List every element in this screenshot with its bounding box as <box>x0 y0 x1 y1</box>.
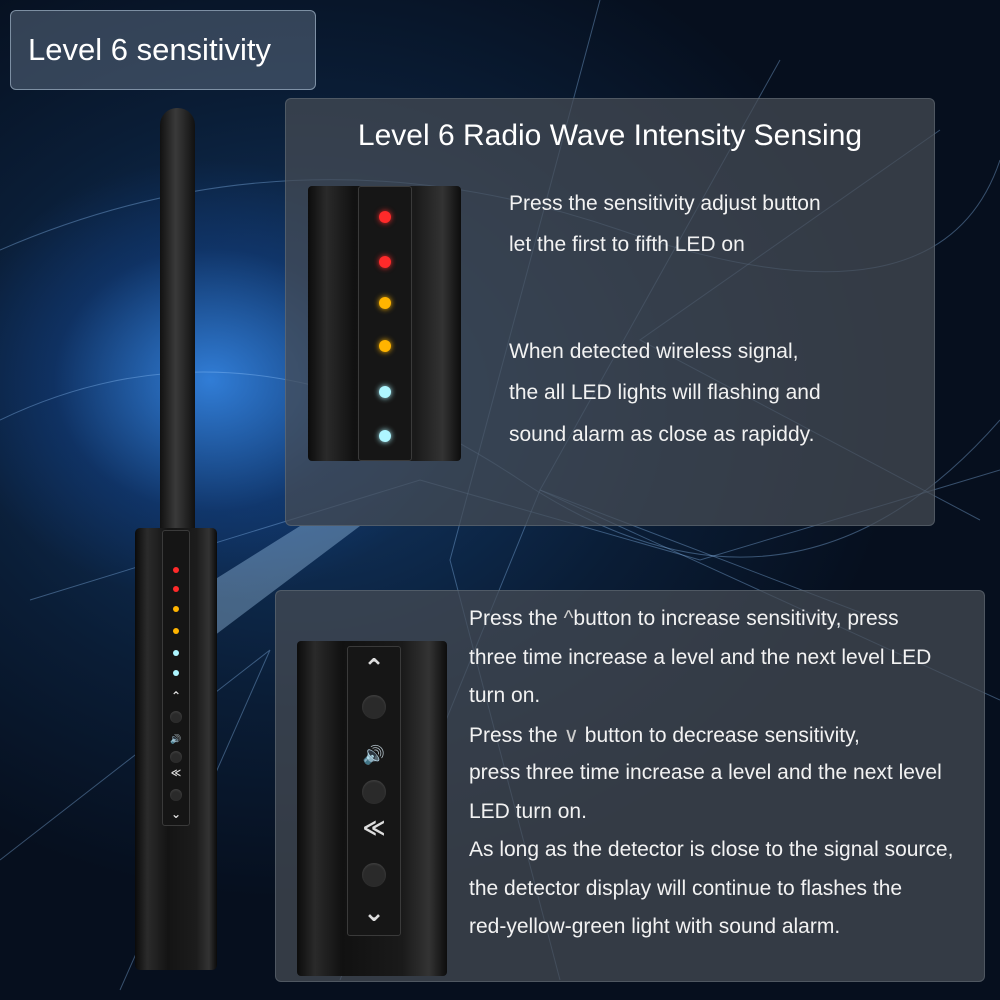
mode-button[interactable] <box>170 789 182 801</box>
badge-title: Level 6 sensitivity <box>28 32 271 67</box>
panel-heading: Level 6 Radio Wave Intensity Sensing <box>357 119 863 152</box>
text-line: three time increase a level and the next… <box>469 646 932 669</box>
antenna <box>160 108 195 533</box>
led-5 <box>379 386 391 398</box>
buttons-panel: ⌃ 🔊 ≪ ⌄ Press the ^button to increase se… <box>275 590 985 982</box>
text-line: turn on. <box>469 684 541 707</box>
led-3 <box>379 297 391 309</box>
chevron-down-icon: ∨ <box>563 724 579 747</box>
button-strip-closeup: ⌃ 🔊 ≪ ⌄ <box>297 641 447 976</box>
text-line: Press the sensitivity adjust button <box>509 192 821 215</box>
text-segment: button to increase sensitivity, press <box>573 607 899 630</box>
text-segment: Press the <box>469 607 558 630</box>
led-1 <box>379 211 391 223</box>
led-strip-closeup <box>308 186 461 461</box>
chevron-up-icon[interactable]: ⌃ <box>170 689 182 703</box>
chevron-down-icon[interactable]: ⌄ <box>170 807 182 821</box>
text-line: When detected wireless signal, <box>509 340 799 363</box>
chevron-down-icon[interactable]: ⌄ <box>363 897 385 927</box>
text-line: Press the ^button to increase sensitivit… <box>469 607 899 631</box>
text-line: the all LED lights will flashing and <box>509 381 821 404</box>
signal-waves-icon: ≪ <box>362 815 386 840</box>
device-led <box>173 628 179 634</box>
chevron-up-icon: ^ <box>563 607 574 630</box>
chevron-up-icon[interactable]: ⌃ <box>363 653 385 683</box>
up-button[interactable] <box>362 695 386 719</box>
speaker-icon: 🔊 <box>170 734 182 744</box>
text-segment: Press the <box>469 724 558 747</box>
led-2 <box>379 256 391 268</box>
sound-button[interactable] <box>170 751 182 763</box>
device-face: ⌃ 🔊 ≪ ⌄ <box>162 530 190 826</box>
signal-waves-icon: ≪ <box>170 768 182 779</box>
text-line: let the first to fifth LED on <box>509 233 745 256</box>
led-face <box>358 186 412 461</box>
led-4 <box>379 340 391 352</box>
text-segment: button to decrease sensitivity, <box>584 724 860 747</box>
text-line: LED turn on. <box>469 800 587 823</box>
text-line: red-yellow-green light with sound alarm. <box>469 915 841 938</box>
text-line: sound alarm as close as rapiddy. <box>509 423 815 446</box>
device-led <box>173 606 179 612</box>
device-led <box>173 650 179 656</box>
button-face: ⌃ 🔊 ≪ ⌄ <box>347 646 401 936</box>
text-line: press three time increase a level and th… <box>469 761 942 784</box>
device-led <box>173 670 179 676</box>
text-line: Press the ∨ button to decrease sensitivi… <box>469 723 860 748</box>
up-button[interactable] <box>170 711 182 723</box>
text-line: As long as the detector is close to the … <box>469 838 954 861</box>
text-line: the detector display will continue to fl… <box>469 877 903 900</box>
detector-body: ⌃ 🔊 ≪ ⌄ <box>135 528 217 970</box>
device-led <box>173 567 179 573</box>
device-led <box>173 586 179 592</box>
led-panel: Level 6 Radio Wave Intensity Sensing Pre… <box>285 98 935 526</box>
level-badge: Level 6 sensitivity <box>10 10 316 90</box>
sound-button[interactable] <box>362 780 386 804</box>
led-6 <box>379 430 391 442</box>
speaker-icon: 🔊 <box>362 745 386 765</box>
mode-button[interactable] <box>362 863 386 887</box>
